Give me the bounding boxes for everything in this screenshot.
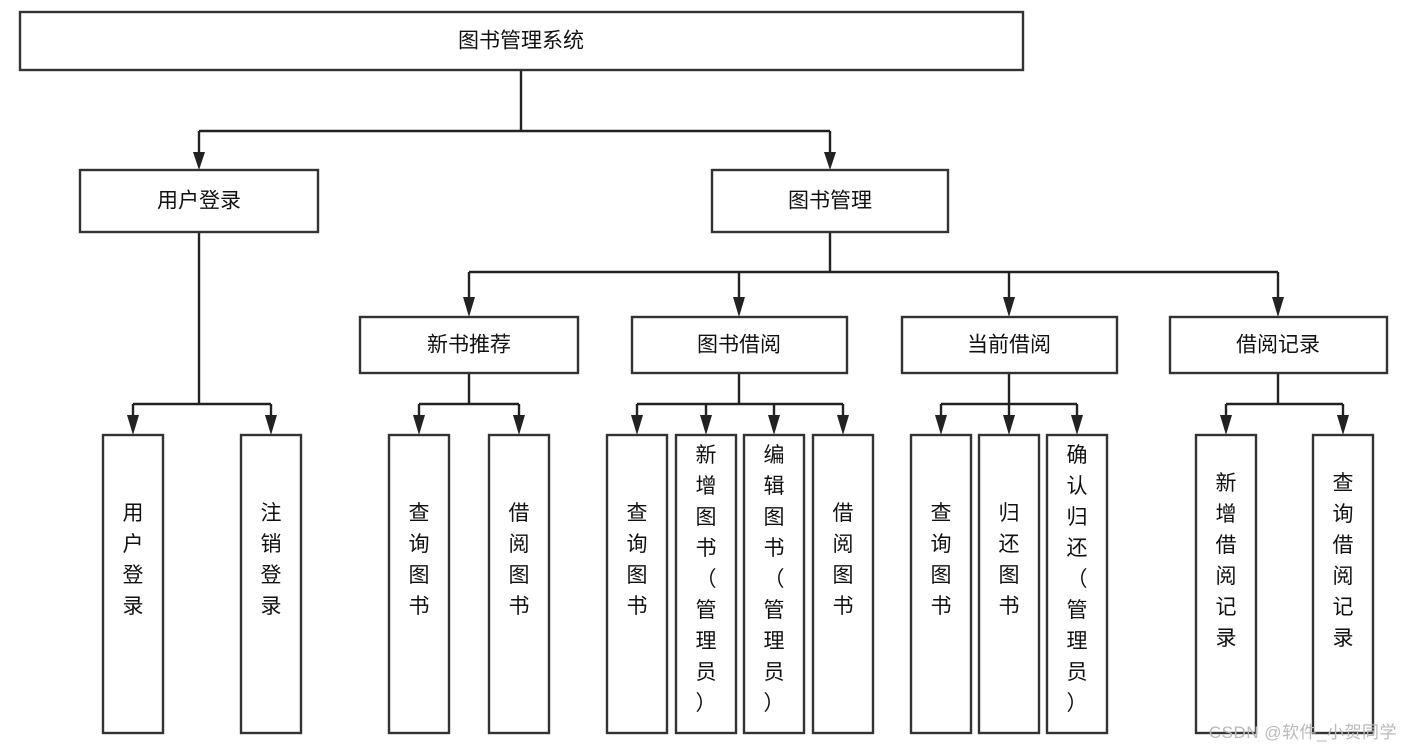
node-root-box[interactable] bbox=[18, 10, 1025, 72]
arrow-book-manage bbox=[824, 152, 836, 170]
node-leaf-edit-book-label: 编辑图书（管理员） bbox=[764, 444, 785, 715]
arrow-leaf-query-book-1 bbox=[413, 415, 425, 435]
node-leaf-borrow-book-1[interactable]: 借阅图书 bbox=[487, 433, 551, 735]
node-leaf-return-book-label: 归还图书 bbox=[999, 502, 1020, 618]
node-leaf-query-book-1-box[interactable] bbox=[387, 433, 451, 735]
node-current-borrow[interactable]: 当前借阅 bbox=[900, 315, 1119, 375]
node-leaf-add-record-label: 新增借阅记录 bbox=[1216, 472, 1237, 650]
arrow-leaf-add-record bbox=[1220, 415, 1232, 435]
node-leaf-user-logout-box[interactable] bbox=[239, 433, 303, 735]
node-leaf-query-book-3[interactable]: 查询图书 bbox=[909, 433, 973, 735]
csdn-watermark: CSDN @软件_小贺同学 bbox=[1208, 723, 1397, 742]
arrow-leaf-add-book bbox=[700, 415, 712, 435]
node-leaf-query-book-3-label: 查询图书 bbox=[931, 502, 952, 618]
node-book-manage-box[interactable] bbox=[710, 168, 950, 234]
node-leaf-user-login[interactable]: 用户登录 bbox=[101, 433, 165, 735]
node-new-book-recommend[interactable]: 新书推荐 bbox=[358, 315, 580, 375]
node-borrow-record-box[interactable] bbox=[1168, 315, 1389, 375]
node-leaf-confirm-return-box[interactable] bbox=[1045, 433, 1109, 735]
node-new-book-recommend-label: 新书推荐 bbox=[427, 334, 511, 357]
node-user-login-box[interactable] bbox=[78, 168, 320, 234]
node-leaf-query-book-1[interactable]: 查询图书 bbox=[387, 433, 451, 735]
arrow-user-login bbox=[193, 152, 205, 170]
node-leaf-user-logout-label: 注销登录 bbox=[261, 502, 282, 618]
arrow-new-book-recommend bbox=[463, 297, 475, 317]
node-leaf-borrow-book-2-box[interactable] bbox=[811, 433, 875, 735]
node-leaf-user-logout[interactable]: 注销登录 bbox=[239, 433, 303, 735]
arrow-leaf-query-book-3 bbox=[935, 415, 947, 435]
node-leaf-query-record-box[interactable] bbox=[1311, 433, 1375, 735]
node-leaf-confirm-return-label: 确认归还（管理员） bbox=[1067, 444, 1088, 715]
node-leaf-query-book-3-box[interactable] bbox=[909, 433, 973, 735]
node-current-borrow-box[interactable] bbox=[900, 315, 1119, 375]
node-leaf-query-book-1-label: 查询图书 bbox=[409, 502, 430, 618]
node-user-login-label: 用户登录 bbox=[157, 190, 241, 213]
node-leaf-return-book[interactable]: 归还图书 bbox=[977, 433, 1041, 735]
arrow-leaf-query-book-2 bbox=[631, 415, 643, 435]
node-leaf-query-record[interactable]: 查询借阅记录 bbox=[1311, 433, 1375, 735]
arrow-leaf-confirm-return bbox=[1071, 415, 1083, 435]
arrow-leaf-borrow-book-1 bbox=[513, 415, 525, 435]
arrow-leaf-query-record bbox=[1337, 415, 1349, 435]
node-leaf-add-record[interactable]: 新增借阅记录 bbox=[1194, 433, 1258, 735]
arrow-borrow-record bbox=[1272, 297, 1284, 317]
node-leaf-return-book-box[interactable] bbox=[977, 433, 1041, 735]
node-leaf-edit-book[interactable]: 编辑图书（管理员） bbox=[742, 433, 806, 735]
node-book-borrow[interactable]: 图书借阅 bbox=[630, 315, 849, 375]
node-leaf-borrow-book-1-label: 借阅图书 bbox=[509, 502, 530, 618]
node-root[interactable]: 图书管理系统 bbox=[18, 10, 1025, 72]
node-new-book-recommend-box[interactable] bbox=[358, 315, 580, 375]
node-leaf-user-login-label: 用户登录 bbox=[123, 502, 144, 618]
arrow-leaf-user-login bbox=[127, 415, 139, 435]
node-borrow-record-label: 借阅记录 bbox=[1236, 334, 1320, 357]
node-leaf-add-record-box[interactable] bbox=[1194, 433, 1258, 735]
node-leaf-add-book-box[interactable] bbox=[674, 433, 738, 735]
connector-group bbox=[127, 70, 1349, 435]
arrow-current-borrow bbox=[1003, 297, 1015, 317]
node-book-manage[interactable]: 图书管理 bbox=[710, 168, 950, 234]
node-leaf-borrow-book-2-label: 借阅图书 bbox=[833, 502, 854, 618]
node-leaf-user-login-box[interactable] bbox=[101, 433, 165, 735]
node-leaf-query-book-2-label: 查询图书 bbox=[627, 502, 648, 618]
arrow-leaf-return-book bbox=[1003, 415, 1015, 435]
node-leaf-query-book-2[interactable]: 查询图书 bbox=[605, 433, 669, 735]
node-leaf-add-book-label: 新增图书（管理员） bbox=[696, 444, 717, 715]
arrow-leaf-borrow-book-2 bbox=[837, 415, 849, 435]
node-leaf-borrow-book-2[interactable]: 借阅图书 bbox=[811, 433, 875, 735]
node-root-label: 图书管理系统 bbox=[458, 30, 584, 53]
node-leaf-query-book-2-box[interactable] bbox=[605, 433, 669, 735]
arrow-leaf-user-logout bbox=[265, 415, 277, 435]
node-leaf-confirm-return[interactable]: 确认归还（管理员） bbox=[1045, 433, 1109, 735]
node-user-login[interactable]: 用户登录 bbox=[78, 168, 320, 234]
node-leaf-add-book[interactable]: 新增图书（管理员） bbox=[674, 433, 738, 735]
node-current-borrow-label: 当前借阅 bbox=[967, 334, 1051, 357]
node-book-borrow-label: 图书借阅 bbox=[697, 334, 781, 357]
node-book-borrow-box[interactable] bbox=[630, 315, 849, 375]
arrow-book-borrow bbox=[733, 297, 745, 317]
node-leaf-query-record-label: 查询借阅记录 bbox=[1333, 472, 1354, 650]
node-book-manage-label: 图书管理 bbox=[788, 190, 872, 213]
node-leaf-edit-book-box[interactable] bbox=[742, 433, 806, 735]
node-borrow-record[interactable]: 借阅记录 bbox=[1168, 315, 1389, 375]
node-leaf-borrow-book-1-box[interactable] bbox=[487, 433, 551, 735]
arrow-leaf-edit-book bbox=[768, 415, 780, 435]
